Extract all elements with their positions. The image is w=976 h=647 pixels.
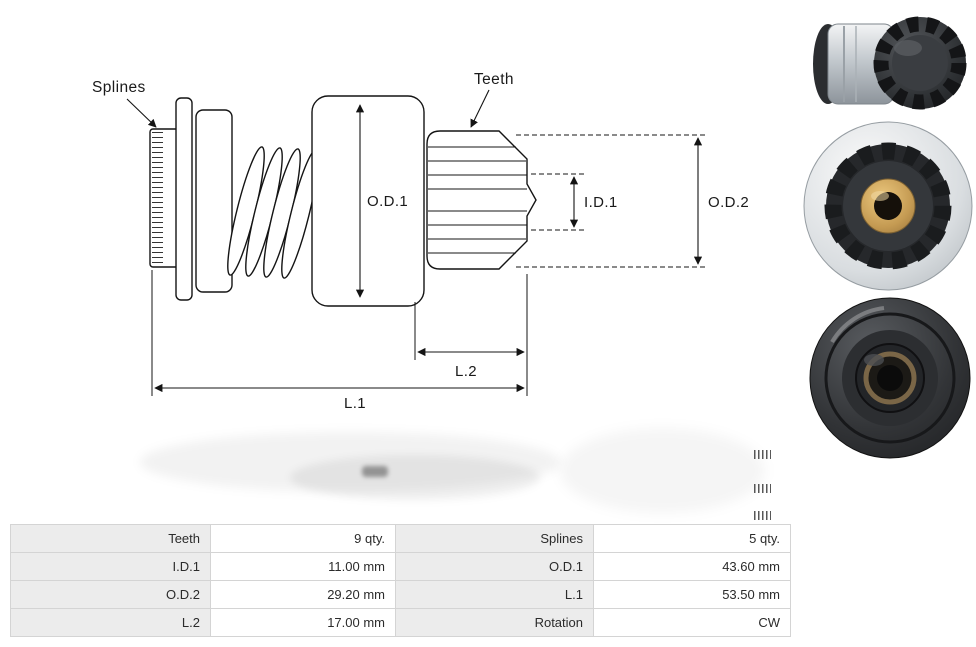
dim-od2	[516, 134, 706, 268]
label-l1: L.1	[344, 395, 366, 412]
label-teeth: Teeth	[474, 71, 514, 88]
spec-label-splines: Splines	[395, 524, 594, 553]
spec-value-od2: 29.20 mm	[210, 580, 396, 609]
clutch-body	[311, 95, 425, 307]
spec-label-l2: L.2	[10, 608, 211, 637]
table-row: Teeth 9 qty. Splines 5 qty.	[10, 524, 791, 553]
spec-value-teeth: 9 qty.	[210, 524, 396, 553]
spec-label-od2: O.D.2	[10, 580, 211, 609]
drive-assembly-outline	[149, 95, 537, 307]
spec-label-od1: O.D.1	[395, 552, 594, 581]
product-photo-back-view	[806, 296, 974, 467]
spec-label-id1: I.D.1	[10, 552, 211, 581]
flange-disks	[175, 97, 233, 301]
spec-value-rotation: CW	[593, 608, 791, 637]
spec-value-od1: 43.60 mm	[593, 552, 791, 581]
pinion-gear	[426, 130, 537, 270]
watermark-mark	[754, 511, 771, 520]
table-row: I.D.1 11.00 mm O.D.1 43.60 mm	[10, 552, 791, 581]
watermark-mark	[754, 450, 771, 459]
coil-spring	[227, 146, 319, 279]
spec-label-rotation: Rotation	[395, 608, 594, 637]
spec-label-l1: L.1	[395, 580, 594, 609]
spec-value-l2: 17.00 mm	[210, 608, 396, 637]
label-od1: O.D.1	[367, 193, 408, 210]
label-id1: I.D.1	[584, 194, 618, 211]
leader-lines	[126, 89, 490, 128]
label-l2: L.2	[455, 363, 477, 380]
label-od2: O.D.2	[708, 194, 749, 211]
product-photo-front-gear-view	[800, 118, 976, 299]
spec-value-id1: 11.00 mm	[210, 552, 396, 581]
spec-label-teeth: Teeth	[10, 524, 211, 553]
technical-drawing: Splines Teeth O.D.1 I.D.1 O.D.2 L.2 L.1	[92, 71, 749, 412]
spec-value-splines: 5 qty.	[593, 524, 791, 553]
dim-id1	[531, 173, 584, 231]
label-splines: Splines	[92, 79, 146, 96]
table-row: O.D.2 29.20 mm L.1 53.50 mm	[10, 580, 791, 609]
product-photo-side-view	[796, 6, 976, 121]
watermark-mark	[754, 484, 771, 493]
spec-table: Teeth 9 qty. Splines 5 qty. I.D.1 11.00 …	[10, 524, 791, 637]
dim-l1	[151, 270, 525, 396]
dim-l2	[414, 274, 528, 396]
spec-value-l1: 53.50 mm	[593, 580, 791, 609]
table-row: L.2 17.00 mm Rotation CW	[10, 608, 791, 637]
